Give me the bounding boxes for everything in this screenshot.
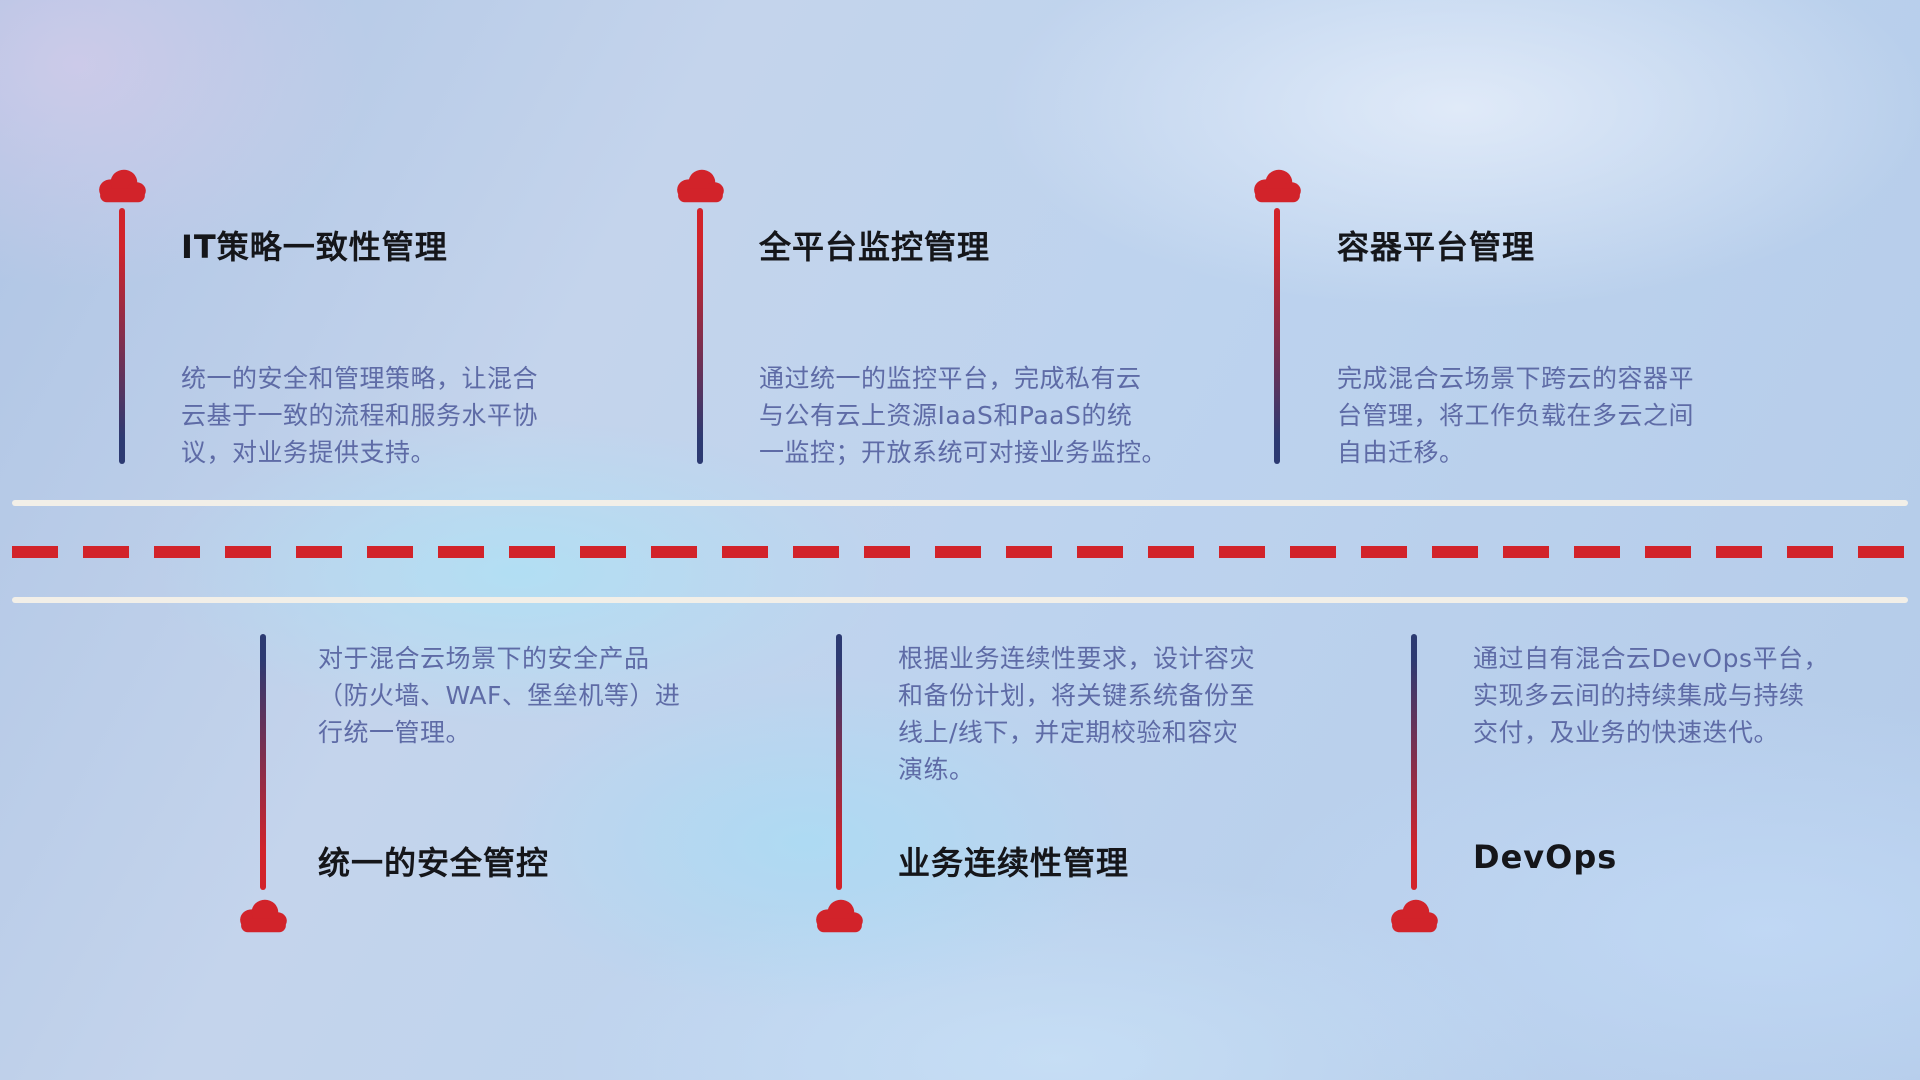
timeline-dashed-line (12, 546, 1908, 558)
cloud-icon (234, 896, 292, 936)
connector-line (1274, 208, 1280, 464)
connector-line (1411, 634, 1417, 890)
item-title: DevOps (1473, 838, 1618, 876)
item-title: 业务连续性管理 (898, 844, 1130, 882)
cloud-icon (671, 166, 729, 206)
cloud-icon (1248, 166, 1306, 206)
timeline-solid-line-bottom (12, 597, 1908, 603)
timeline-solid-line-top (12, 500, 1908, 506)
connector-line (836, 634, 842, 890)
cloud-icon (1385, 896, 1443, 936)
item-description: 对于混合云场景下的安全产品 （防火墙、WAF、堡垒机等）进 行统一管理。 (318, 644, 681, 747)
cloud-icon (810, 896, 868, 936)
cloud-icon (93, 166, 151, 206)
connector-line (119, 208, 125, 464)
item-description: 通过统一的监控平台，完成私有云 与公有云上资源IaaS和PaaS的统 一监控；开… (759, 364, 1168, 467)
item-title: 统一的安全管控 (318, 844, 550, 882)
item-description: 统一的安全和管理策略，让混合 云基于一致的流程和服务水平协 议，对业务提供支持。 (181, 364, 539, 467)
connector-line (260, 634, 266, 890)
connector-line (697, 208, 703, 464)
item-description: 完成混合云场景下跨云的容器平 台管理，将工作负载在多云之间 自由迁移。 (1337, 364, 1695, 467)
item-title: 全平台监控管理 (759, 228, 991, 266)
item-title: IT策略一致性管理 (181, 228, 448, 266)
item-description: 根据业务连续性要求，设计容灾 和备份计划，将关键系统备份至 线上/线下，并定期校… (898, 644, 1256, 784)
item-title: 容器平台管理 (1337, 228, 1536, 266)
item-description: 通过自有混合云DevOps平台， 实现多云间的持续集成与持续 交付，及业务的快速… (1473, 644, 1829, 747)
